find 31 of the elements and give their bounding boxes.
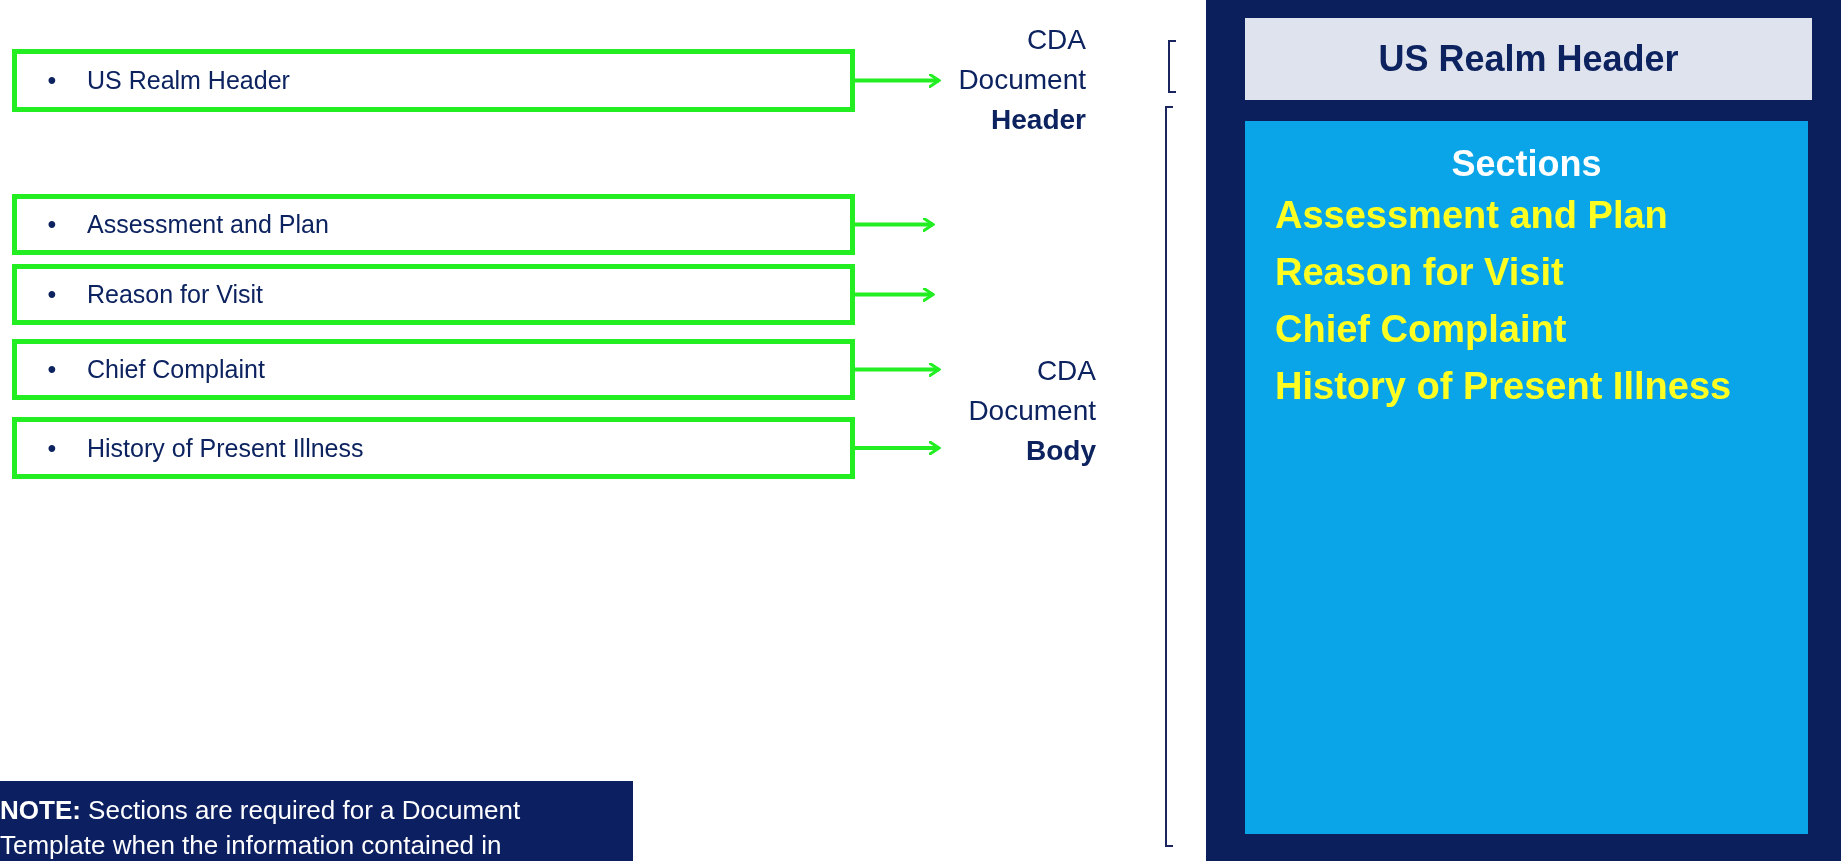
list-item-box: [12, 417, 855, 479]
bullet: •: [46, 280, 58, 309]
section-name: History of Present Illness: [1275, 364, 1733, 409]
bullet: •: [46, 66, 58, 95]
arrow: [855, 440, 941, 456]
list-item-box: [12, 339, 855, 400]
list-item-box: [12, 194, 855, 255]
section-heading: Sections: [1450, 142, 1603, 186]
bullet: •: [46, 433, 58, 463]
bullet: •: [46, 210, 58, 239]
item-text: History of Present Illness: [87, 433, 364, 463]
section-name: Chief Complaint: [1275, 307, 1568, 352]
section-name: Assessment and Plan: [1275, 193, 1669, 238]
section-label: CDA Document Header: [946, 20, 1086, 144]
item-text: Assessment and Plan: [87, 210, 329, 239]
item-text: Chief Complaint: [87, 355, 265, 384]
header-box: US Realm Header: [1245, 18, 1812, 100]
document-panel: [1206, 0, 1841, 861]
arrow: [855, 362, 941, 377]
arrow: [855, 287, 935, 302]
note-box: NOTE: Sections are required for a Document Template when the information contained in: [0, 781, 633, 861]
section-name: Reason for Visit: [1275, 250, 1565, 295]
arrow: [855, 217, 935, 232]
list-item-box: [12, 49, 855, 112]
bullet: •: [46, 355, 58, 384]
arrow: [855, 73, 941, 88]
list-item-box: [12, 264, 855, 325]
section-label: CDA Document Body: [956, 351, 1096, 475]
item-text: Reason for Visit: [87, 280, 263, 309]
item-text: US Realm Header: [87, 66, 290, 95]
sections-box: [1245, 121, 1808, 834]
